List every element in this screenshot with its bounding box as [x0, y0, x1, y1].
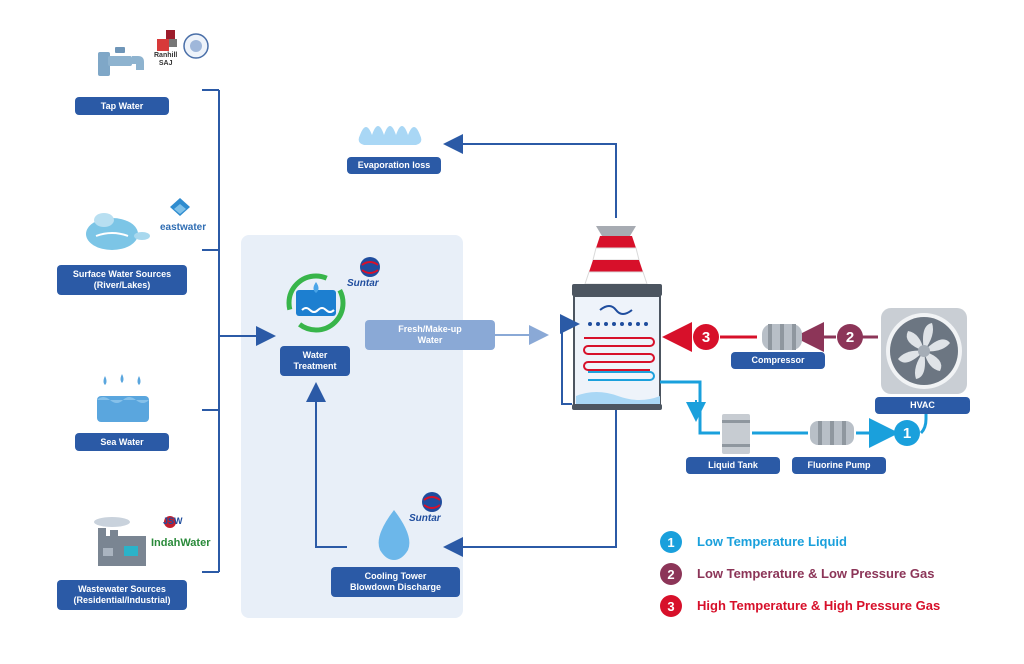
legend-text-1: Low Temperature Liquid: [697, 534, 847, 549]
indah-water-logo-text: IndahWater: [151, 537, 211, 549]
legend-marker-2: 2: [660, 563, 682, 585]
jsw-logo: [164, 516, 176, 528]
ranhill-line1: Ranhill: [154, 52, 178, 59]
sea-icon: [97, 374, 149, 422]
tap-water-label: Tap Water: [75, 97, 169, 115]
saj-seal: [183, 33, 209, 59]
fresh-makeup-label: Fresh/Make-up Water: [365, 320, 495, 350]
tower-recirculation: [560, 314, 580, 405]
eastwater-logo: [170, 198, 190, 216]
ranhill-logo-text: Ranhill SAJ: [154, 52, 177, 68]
flow-marker-1-number: 1: [903, 425, 911, 442]
blowdown-label: Cooling Tower Blowdown Discharge: [331, 567, 460, 597]
legend-number-1: 1: [667, 535, 674, 550]
legend-text-3: High Temperature & High Pressure Gas: [697, 598, 941, 613]
evaporation-line: [443, 134, 617, 218]
tap-icon: [98, 47, 144, 76]
flow-marker-2-number: 2: [846, 329, 854, 346]
droplet-icon: [378, 510, 410, 560]
legend-marker-1: 1: [660, 531, 682, 553]
suntar-logo-text-1: Suntar: [347, 278, 379, 289]
flow-marker-2: 2: [837, 324, 863, 350]
evaporation-loss-label: Evaporation loss: [347, 157, 441, 174]
water-treatment-icon: [286, 273, 346, 333]
water-treatment-label: Water Treatment: [280, 346, 350, 376]
hvac-label: HVAC: [875, 397, 970, 414]
compressor-icon: [762, 324, 802, 350]
recycle-return: [306, 382, 347, 548]
eastwater-logo-text: eastwater: [160, 222, 207, 233]
ranhill-line2: SAJ: [158, 60, 173, 67]
suntar-logo-text-2: Suntar: [409, 513, 441, 524]
suntar-logo-1: [360, 257, 380, 277]
jsw-logo-text: JSW: [163, 516, 183, 526]
flow-marker-1: 1: [894, 420, 920, 446]
compressor-label: Compressor: [731, 352, 825, 369]
blowdown-line: [443, 410, 617, 557]
legend-number-2: 2: [667, 567, 674, 582]
legend-marker-3: 3: [660, 595, 682, 617]
suntar-logo-2: [422, 492, 442, 512]
legend-text-2: Low Temperature & Low Pressure Gas: [697, 566, 935, 581]
steam-icon: [358, 126, 422, 145]
fluorine-pump-label: Fluorine Pump: [792, 457, 886, 474]
hvac-fan-icon: [881, 308, 967, 394]
sea-water-label: Sea Water: [75, 433, 169, 451]
liquid-tank-label: Liquid Tank: [686, 457, 780, 474]
factory-icon: [94, 517, 146, 566]
legend-number-3: 3: [667, 599, 674, 614]
treatment-panel: [241, 235, 463, 618]
tank-icon: [722, 414, 750, 454]
flow-marker-3-number: 3: [702, 329, 710, 346]
cooling-tower-icon: [572, 226, 662, 410]
tower-to-tank-line: [660, 380, 720, 435]
source-bracket: [202, 89, 276, 573]
surface-water-label: Surface Water Sources (River/Lakes): [57, 265, 187, 295]
ranhill-logo: [157, 30, 177, 51]
flow-marker-3: 3: [693, 324, 719, 350]
lake-icon: [86, 213, 150, 250]
pump-icon: [810, 421, 854, 445]
wastewater-label: Wastewater Sources (Residential/Industri…: [57, 580, 187, 610]
